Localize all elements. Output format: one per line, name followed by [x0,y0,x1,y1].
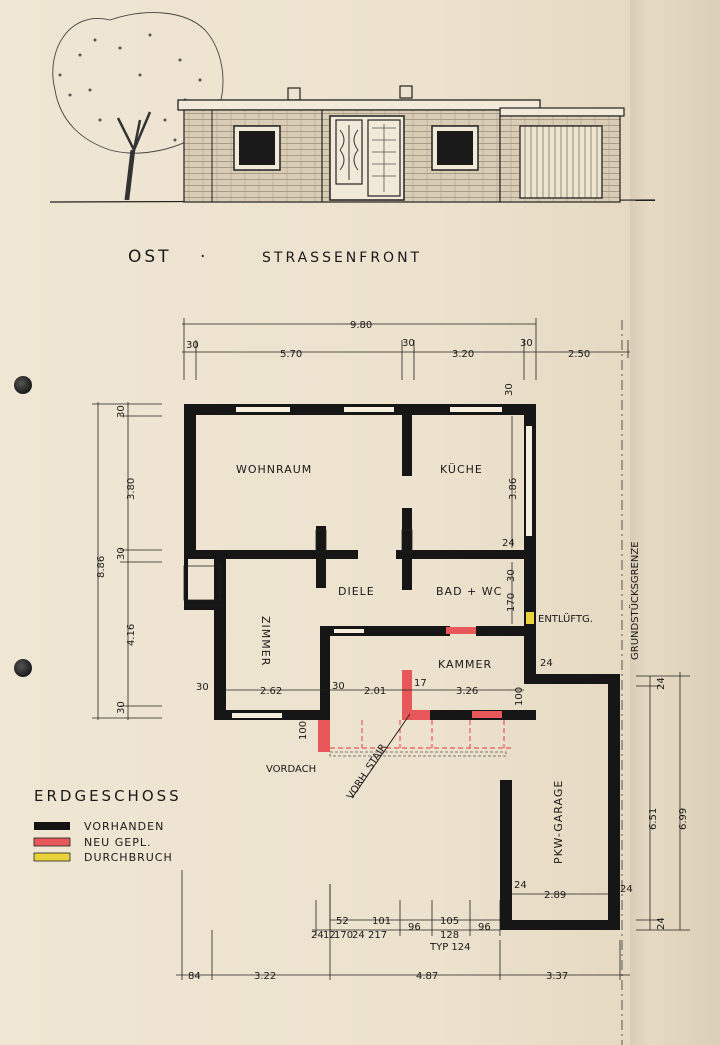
dim-garage-width: 2.89 [544,890,566,901]
dim-bottom-b: 3.22 [254,971,276,982]
dim-total-width: 9.80 [350,320,372,331]
dim-top-seg2: 3.20 [452,349,474,360]
legend-label-neu: NEU GEPL. [84,836,151,849]
elevation-title: STRASSENFRONT [262,250,422,266]
dim-stair-d: 24 [352,930,365,941]
dim-kueche-height: 3.86 [508,478,519,500]
dim-stair-k: 96 [478,922,491,933]
legend-swatch-durchbruch [33,852,71,862]
entrance-door [329,115,405,201]
label-typ: TYP 124 [429,942,471,953]
dim-stair-h: 96 [408,922,421,933]
dim-garage-h2: 6.99 [678,808,689,830]
dim-total-depth: 8.86 [96,556,107,578]
stair-leader [351,713,411,799]
dim-stair-i: 105 [440,916,459,927]
punch-hole-top [14,376,32,394]
dim-stair-f: 217 [368,930,387,941]
elevation-separator: · [200,247,208,267]
dim-bottom-a: 84 [188,971,201,982]
dim-30a: 30 [506,569,517,582]
dim-30-left: 30 [196,682,209,693]
room-garage: PKW-GARAGE [552,780,565,864]
dim-garage-24-l: 24 [514,880,527,891]
legend-label-vorhanden: VORHANDEN [84,820,164,833]
room-kueche: KÜCHE [440,463,483,476]
legend-swatch-neu [33,837,71,847]
door-markers [183,529,413,601]
label-entlueftung: ENTLÜFTG. [538,612,593,625]
dim-garage-24-r: 24 [620,884,633,895]
top-dimension-lines [182,318,630,380]
dim-kammer-width: 3.26 [456,686,478,697]
dim-top-seg3: 2.50 [568,349,590,360]
new-planned-elements [318,627,512,757]
dim-top-seg1: 5.70 [280,349,302,360]
room-zimmer: ZIMMER [259,616,272,666]
dim-left-w-mid: 30 [116,547,127,560]
dim-stair-b: 12 [323,930,336,941]
dim-100: 100 [298,721,309,740]
dim-stair-c: 170 [334,930,353,941]
dim-100b: 100 [514,687,525,706]
elevation-direction: OST [128,247,172,267]
dim-top-w1: 30 [186,340,199,351]
dim-diele-width: 2.01 [364,686,386,697]
dim-left-w-bot: 30 [116,701,127,714]
garage-door [519,125,603,199]
dim-zimmer-width: 2.62 [260,686,282,697]
dim-bottom-c: 4.87 [416,971,438,982]
dim-stair-e: 52 [336,916,349,927]
dim-garage-h1: 6.51 [648,808,659,830]
dim-left-upper: 3.80 [126,478,137,500]
dim-top-w4: 30 [504,383,515,396]
dim-left-lower: 4.16 [126,624,137,646]
legend-title: ERDGESCHOSS [34,787,182,805]
chimney-left [287,87,301,101]
dim-top-w2: 30 [402,338,415,349]
garage-roof [499,107,625,117]
label-treppe: VORH. STAIR [345,742,389,801]
garage-dimension-lines [512,672,690,931]
stair-dimension-lines [312,884,501,936]
dim-stair-j: 128 [440,930,459,941]
dim-30-mid: 30 [332,681,345,692]
dim-stair-a: 24 [311,930,324,941]
legend-swatch-vorhanden [34,822,70,830]
room-bad: BAD + WC [436,585,502,598]
label-grundstuecksgrenze: GRUNDSTÜCKSGRENZE [628,541,641,660]
dim-left-w-top: 30 [116,405,127,418]
legend-label-durchbruch: DURCHBRUCH [84,851,173,864]
tree-sketch [52,12,224,201]
paper-fold [630,0,720,1045]
dim-17: 17 [414,678,427,689]
roof-slab [177,99,541,111]
label-vordach: VORDACH [266,764,316,775]
dim-stair-g: 101 [372,916,391,927]
dim-170: 170 [506,593,517,612]
dim-24-kammer: 24 [540,658,553,669]
plan-windows [232,407,532,718]
chimney-right [399,85,413,99]
street-elevation [49,12,656,203]
room-wohnraum: WOHNRAUM [236,463,312,476]
dim-garage-24-top: 24 [656,677,667,690]
room-kammer: KAMMER [438,658,492,671]
breakthrough-marker [526,612,534,624]
dim-top-w3: 30 [520,338,533,349]
room-diele: DIELE [338,585,375,598]
bottom-dimension-lines [176,870,630,980]
left-dimension-lines [92,402,162,720]
dim-garage-24-bot: 24 [656,917,667,930]
dim-24a: 24 [502,538,515,549]
punch-hole-bottom [14,659,32,677]
dim-bottom-d: 3.37 [546,971,568,982]
